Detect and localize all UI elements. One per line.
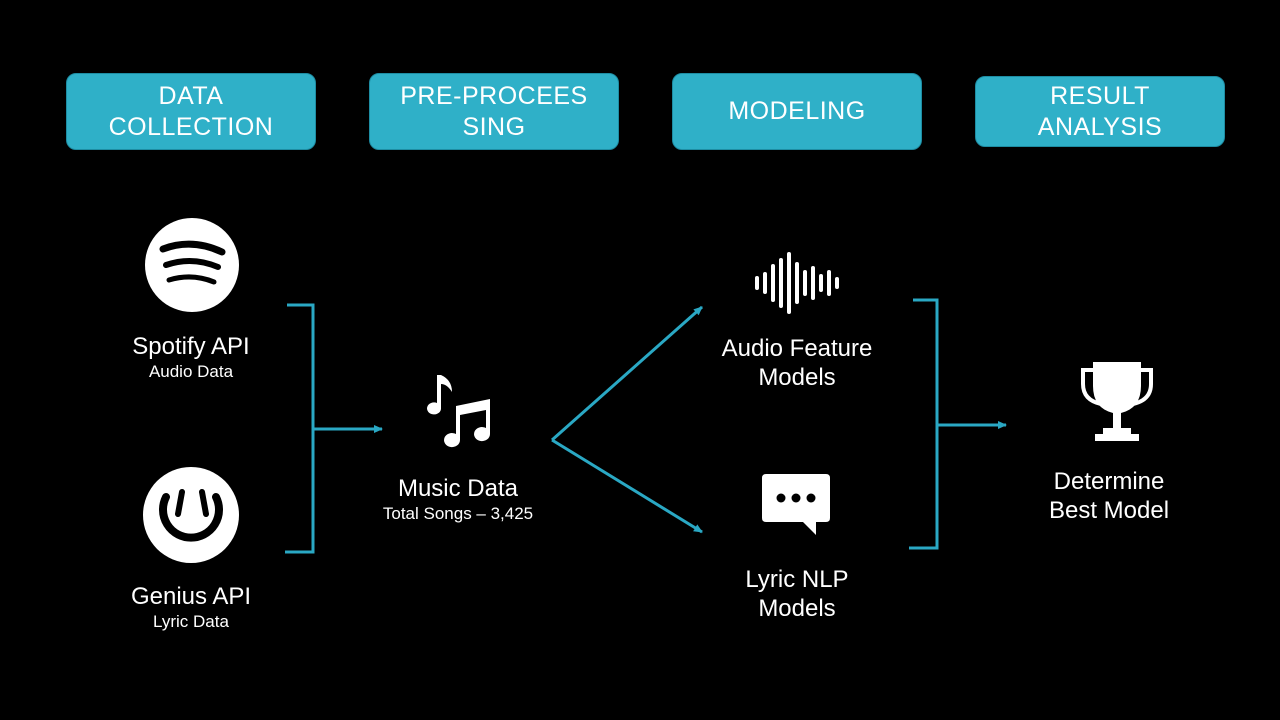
arrow-to-lyric-models xyxy=(551,438,703,534)
stage-label: RESULT ANALYSIS xyxy=(1037,81,1163,141)
sound-wave-icon xyxy=(755,252,839,314)
spotify-label: Spotify API Audio Data xyxy=(100,332,282,383)
stage-result-analysis: RESULT ANALYSIS xyxy=(975,76,1225,147)
genius-subtitle: Lyric Data xyxy=(153,612,229,631)
audio-models-line1: Audio Feature xyxy=(721,335,873,362)
spotify-subtitle: Audio Data xyxy=(148,362,234,381)
stage-data-collection: DATA COLLECTION xyxy=(66,73,316,150)
spotify-logo-icon xyxy=(145,218,239,312)
stage-label: DATA COLLECTION xyxy=(108,81,274,141)
music-data-title: Music Data xyxy=(397,475,519,502)
lyric-models-line1: Lyric NLP xyxy=(745,566,849,593)
music-notes-icon xyxy=(427,375,491,448)
result-line1: Determine xyxy=(1053,468,1165,495)
lyric-models-label: Lyric NLP Models xyxy=(697,565,897,623)
result-label: Determine Best Model xyxy=(1009,467,1209,525)
audio-models-line2: Models xyxy=(758,364,836,391)
chat-bubble-icon xyxy=(762,474,830,535)
sources-bracket xyxy=(285,303,315,554)
music-data-label: Music Data Total Songs – 3,425 xyxy=(357,474,559,525)
models-bracket xyxy=(909,298,939,550)
stage-label: PRE-PROCEESSING xyxy=(400,81,588,141)
genius-label: Genius API Lyric Data xyxy=(100,582,282,633)
genius-logo-icon xyxy=(143,467,239,563)
stage-label: MODELING xyxy=(728,97,866,125)
result-line2: Best Model xyxy=(1048,497,1170,524)
lyric-models-line2: Models xyxy=(758,595,836,622)
stage-pre-processing: PRE-PROCEESSING xyxy=(369,73,619,150)
trophy-icon xyxy=(1081,362,1153,441)
spotify-title: Spotify API xyxy=(132,333,250,360)
arrow-to-audio-models xyxy=(551,305,703,442)
genius-title: Genius API xyxy=(130,583,252,610)
stage-modeling: MODELING xyxy=(672,73,922,150)
music-data-subtitle: Total Songs – 3,425 xyxy=(382,504,534,523)
audio-models-label: Audio Feature Models xyxy=(697,334,897,392)
